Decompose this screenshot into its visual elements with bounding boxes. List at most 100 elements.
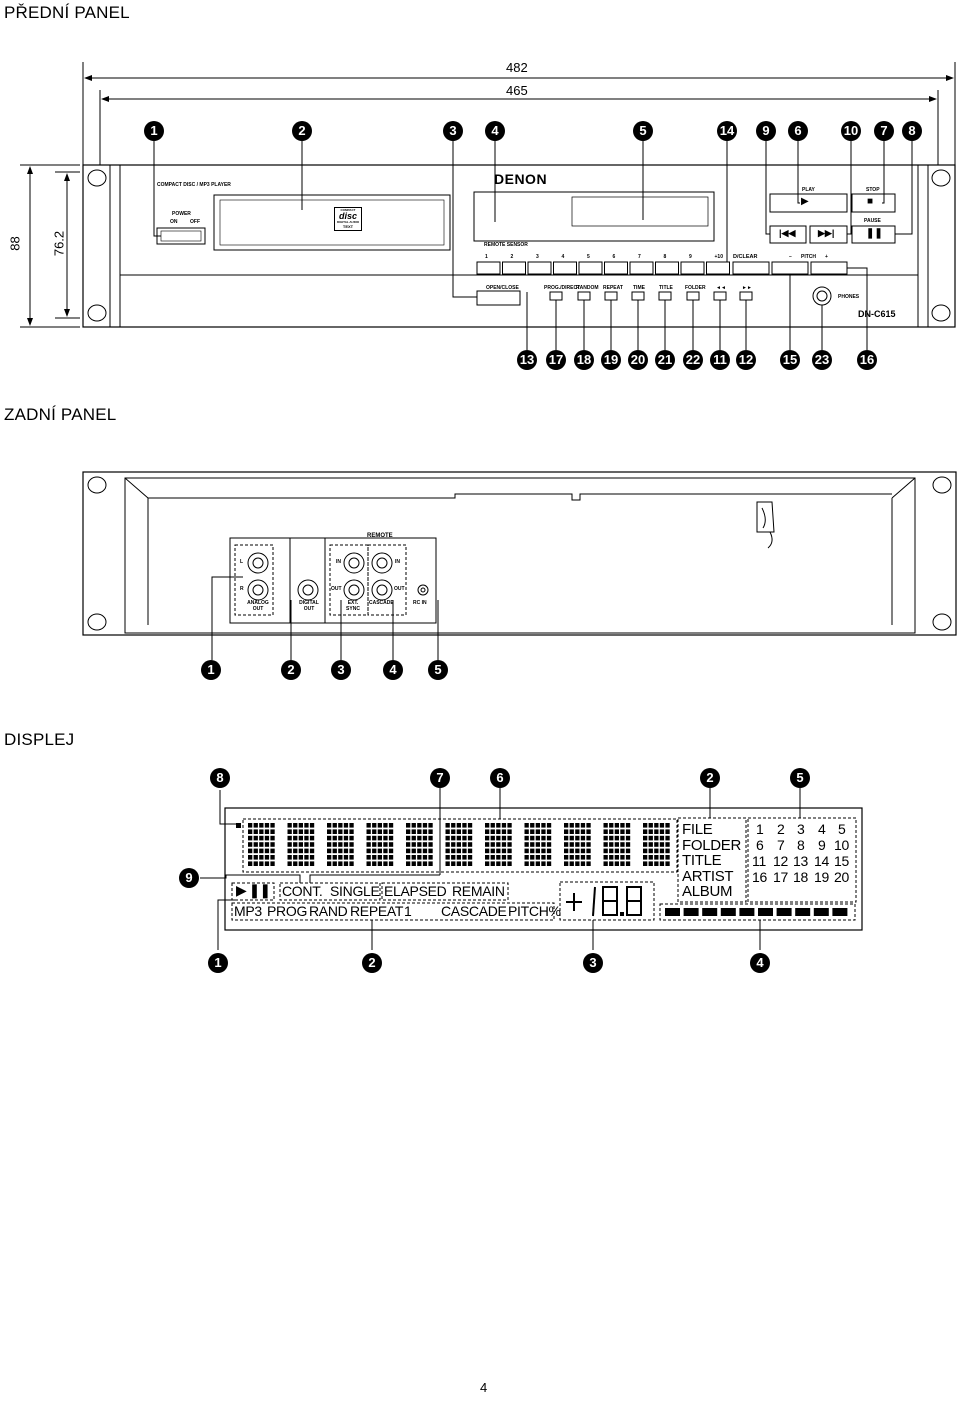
indicator-title: TITLE bbox=[682, 852, 722, 869]
callout-3: 3 bbox=[331, 660, 351, 680]
callout-1: 1 bbox=[201, 660, 221, 680]
level-bar-segment bbox=[702, 908, 718, 916]
cascade-in-label: IN bbox=[395, 559, 400, 565]
callout-2: 2 bbox=[292, 121, 312, 141]
cascade-label: CASCADE bbox=[369, 600, 394, 606]
pause-icon: ❚❚ bbox=[866, 228, 883, 239]
number-key-label: 8 bbox=[663, 254, 667, 260]
track-number: 17 bbox=[773, 869, 788, 885]
number-key-9 bbox=[680, 261, 705, 275]
repeat-indicator: REPEAT bbox=[350, 903, 404, 919]
track-number: 10 bbox=[834, 837, 849, 853]
level-bar-segment bbox=[720, 908, 736, 916]
number-key-8 bbox=[655, 261, 679, 275]
dim-height-88: 88 bbox=[7, 236, 23, 251]
function-key-label: RANDOM bbox=[576, 285, 599, 291]
indicator-album: ALBUM bbox=[682, 883, 733, 900]
callout-4: 4 bbox=[383, 660, 403, 680]
level-bar-segment bbox=[813, 908, 829, 916]
callout-11: 11 bbox=[710, 350, 730, 370]
number-key-1 bbox=[476, 261, 501, 275]
dot-matrix-cell bbox=[406, 823, 433, 866]
dot-matrix-cell bbox=[524, 823, 552, 866]
callout-21: 21 bbox=[655, 350, 675, 370]
pitch-label: PITCH bbox=[801, 254, 816, 260]
callout-7: 7 bbox=[430, 768, 450, 788]
number-key-label: 7 bbox=[638, 254, 641, 260]
cascade-out-label: OUT bbox=[394, 586, 405, 592]
function-key-label: PROG./DIRECT bbox=[544, 285, 581, 291]
callout-2: 2 bbox=[362, 953, 382, 973]
level-bar-segment bbox=[665, 908, 680, 916]
level-bar-segment bbox=[832, 908, 848, 916]
prev-track-icon: |◀◀ bbox=[779, 228, 796, 238]
open-close-label: OPEN/CLOSE bbox=[486, 285, 519, 291]
dot-matrix-cell bbox=[248, 823, 275, 866]
callout-19: 19 bbox=[601, 350, 621, 370]
level-bar-segment bbox=[776, 908, 792, 916]
number-key-7 bbox=[629, 261, 654, 275]
play-icon: ▶ bbox=[801, 196, 809, 207]
front-panel-heading: PŘEDNÍ PANEL bbox=[4, 3, 130, 22]
number-key-6 bbox=[604, 261, 628, 275]
function-key-label: ►► bbox=[742, 285, 752, 291]
track-number: 2 bbox=[777, 821, 785, 837]
function-key-label: TITLE bbox=[659, 285, 673, 291]
track-number: 4 bbox=[818, 821, 826, 837]
callout-1: 1 bbox=[208, 953, 228, 973]
repeat-one-indicator: 1 bbox=[404, 903, 412, 919]
track-number: 3 bbox=[797, 821, 805, 837]
number-key-label: 1 bbox=[485, 254, 488, 260]
number-key-label: 4 bbox=[561, 254, 565, 260]
dot-matrix-cell bbox=[564, 823, 591, 866]
callout-14: 14 bbox=[717, 121, 737, 141]
level-bar-segment bbox=[683, 908, 699, 916]
front-panel-drawing bbox=[20, 62, 956, 350]
callout-5: 5 bbox=[633, 121, 653, 141]
callout-4: 4 bbox=[750, 953, 770, 973]
analog-out-label: ANALOG OUT bbox=[247, 600, 269, 612]
callout-8: 8 bbox=[210, 768, 230, 788]
indicator-file: FILE bbox=[682, 821, 713, 838]
on-label: ON bbox=[170, 219, 178, 225]
dim-height-762: 76.2 bbox=[51, 230, 67, 257]
off-label: OFF bbox=[190, 219, 200, 225]
number-key-label: 6 bbox=[612, 254, 616, 260]
track-number: 7 bbox=[777, 837, 785, 853]
pause-label: PAUSE bbox=[864, 218, 881, 224]
callout-2: 2 bbox=[281, 660, 301, 680]
callout-1: 1 bbox=[144, 121, 164, 141]
callout-6: 6 bbox=[788, 121, 808, 141]
callout-23: 23 bbox=[812, 350, 832, 370]
brand-logo: DENON bbox=[494, 171, 548, 187]
track-number: 11 bbox=[752, 853, 766, 869]
cd-logo: COMPACT disc DIGITAL AUDIO TEXT bbox=[334, 207, 362, 231]
callout-5: 5 bbox=[428, 660, 448, 680]
callout-13: 13 bbox=[517, 350, 537, 370]
dot-matrix-cell bbox=[366, 823, 394, 866]
callout-22: 22 bbox=[683, 350, 703, 370]
remain-indicator: REMAIN bbox=[452, 883, 505, 899]
dot-matrix-cell bbox=[643, 823, 670, 866]
number-key-label: 5 bbox=[587, 254, 590, 260]
number-key-label: 3 bbox=[536, 254, 539, 260]
number-key-4 bbox=[553, 261, 577, 275]
page-number: 4 bbox=[480, 1380, 488, 1395]
level-bar-segment bbox=[758, 908, 773, 916]
callout-2: 2 bbox=[700, 768, 720, 788]
function-key-label: FOLDER bbox=[685, 285, 706, 291]
callout-9: 9 bbox=[179, 868, 199, 888]
callout-9: 9 bbox=[756, 121, 776, 141]
number-key-3 bbox=[527, 261, 552, 275]
callout-17: 17 bbox=[546, 350, 566, 370]
track-number: 19 bbox=[814, 869, 829, 885]
callout-18: 18 bbox=[574, 350, 594, 370]
pitch-minus-label: − bbox=[789, 254, 792, 260]
callout-10: 10 bbox=[841, 121, 861, 141]
track-number: 16 bbox=[752, 869, 767, 885]
model-label: DN-C615 bbox=[858, 309, 896, 319]
cd-logo-top: COMPACT bbox=[340, 208, 356, 212]
dot-matrix-cell bbox=[603, 823, 631, 866]
track-number: 14 bbox=[814, 853, 829, 869]
callout-6: 6 bbox=[490, 768, 510, 788]
